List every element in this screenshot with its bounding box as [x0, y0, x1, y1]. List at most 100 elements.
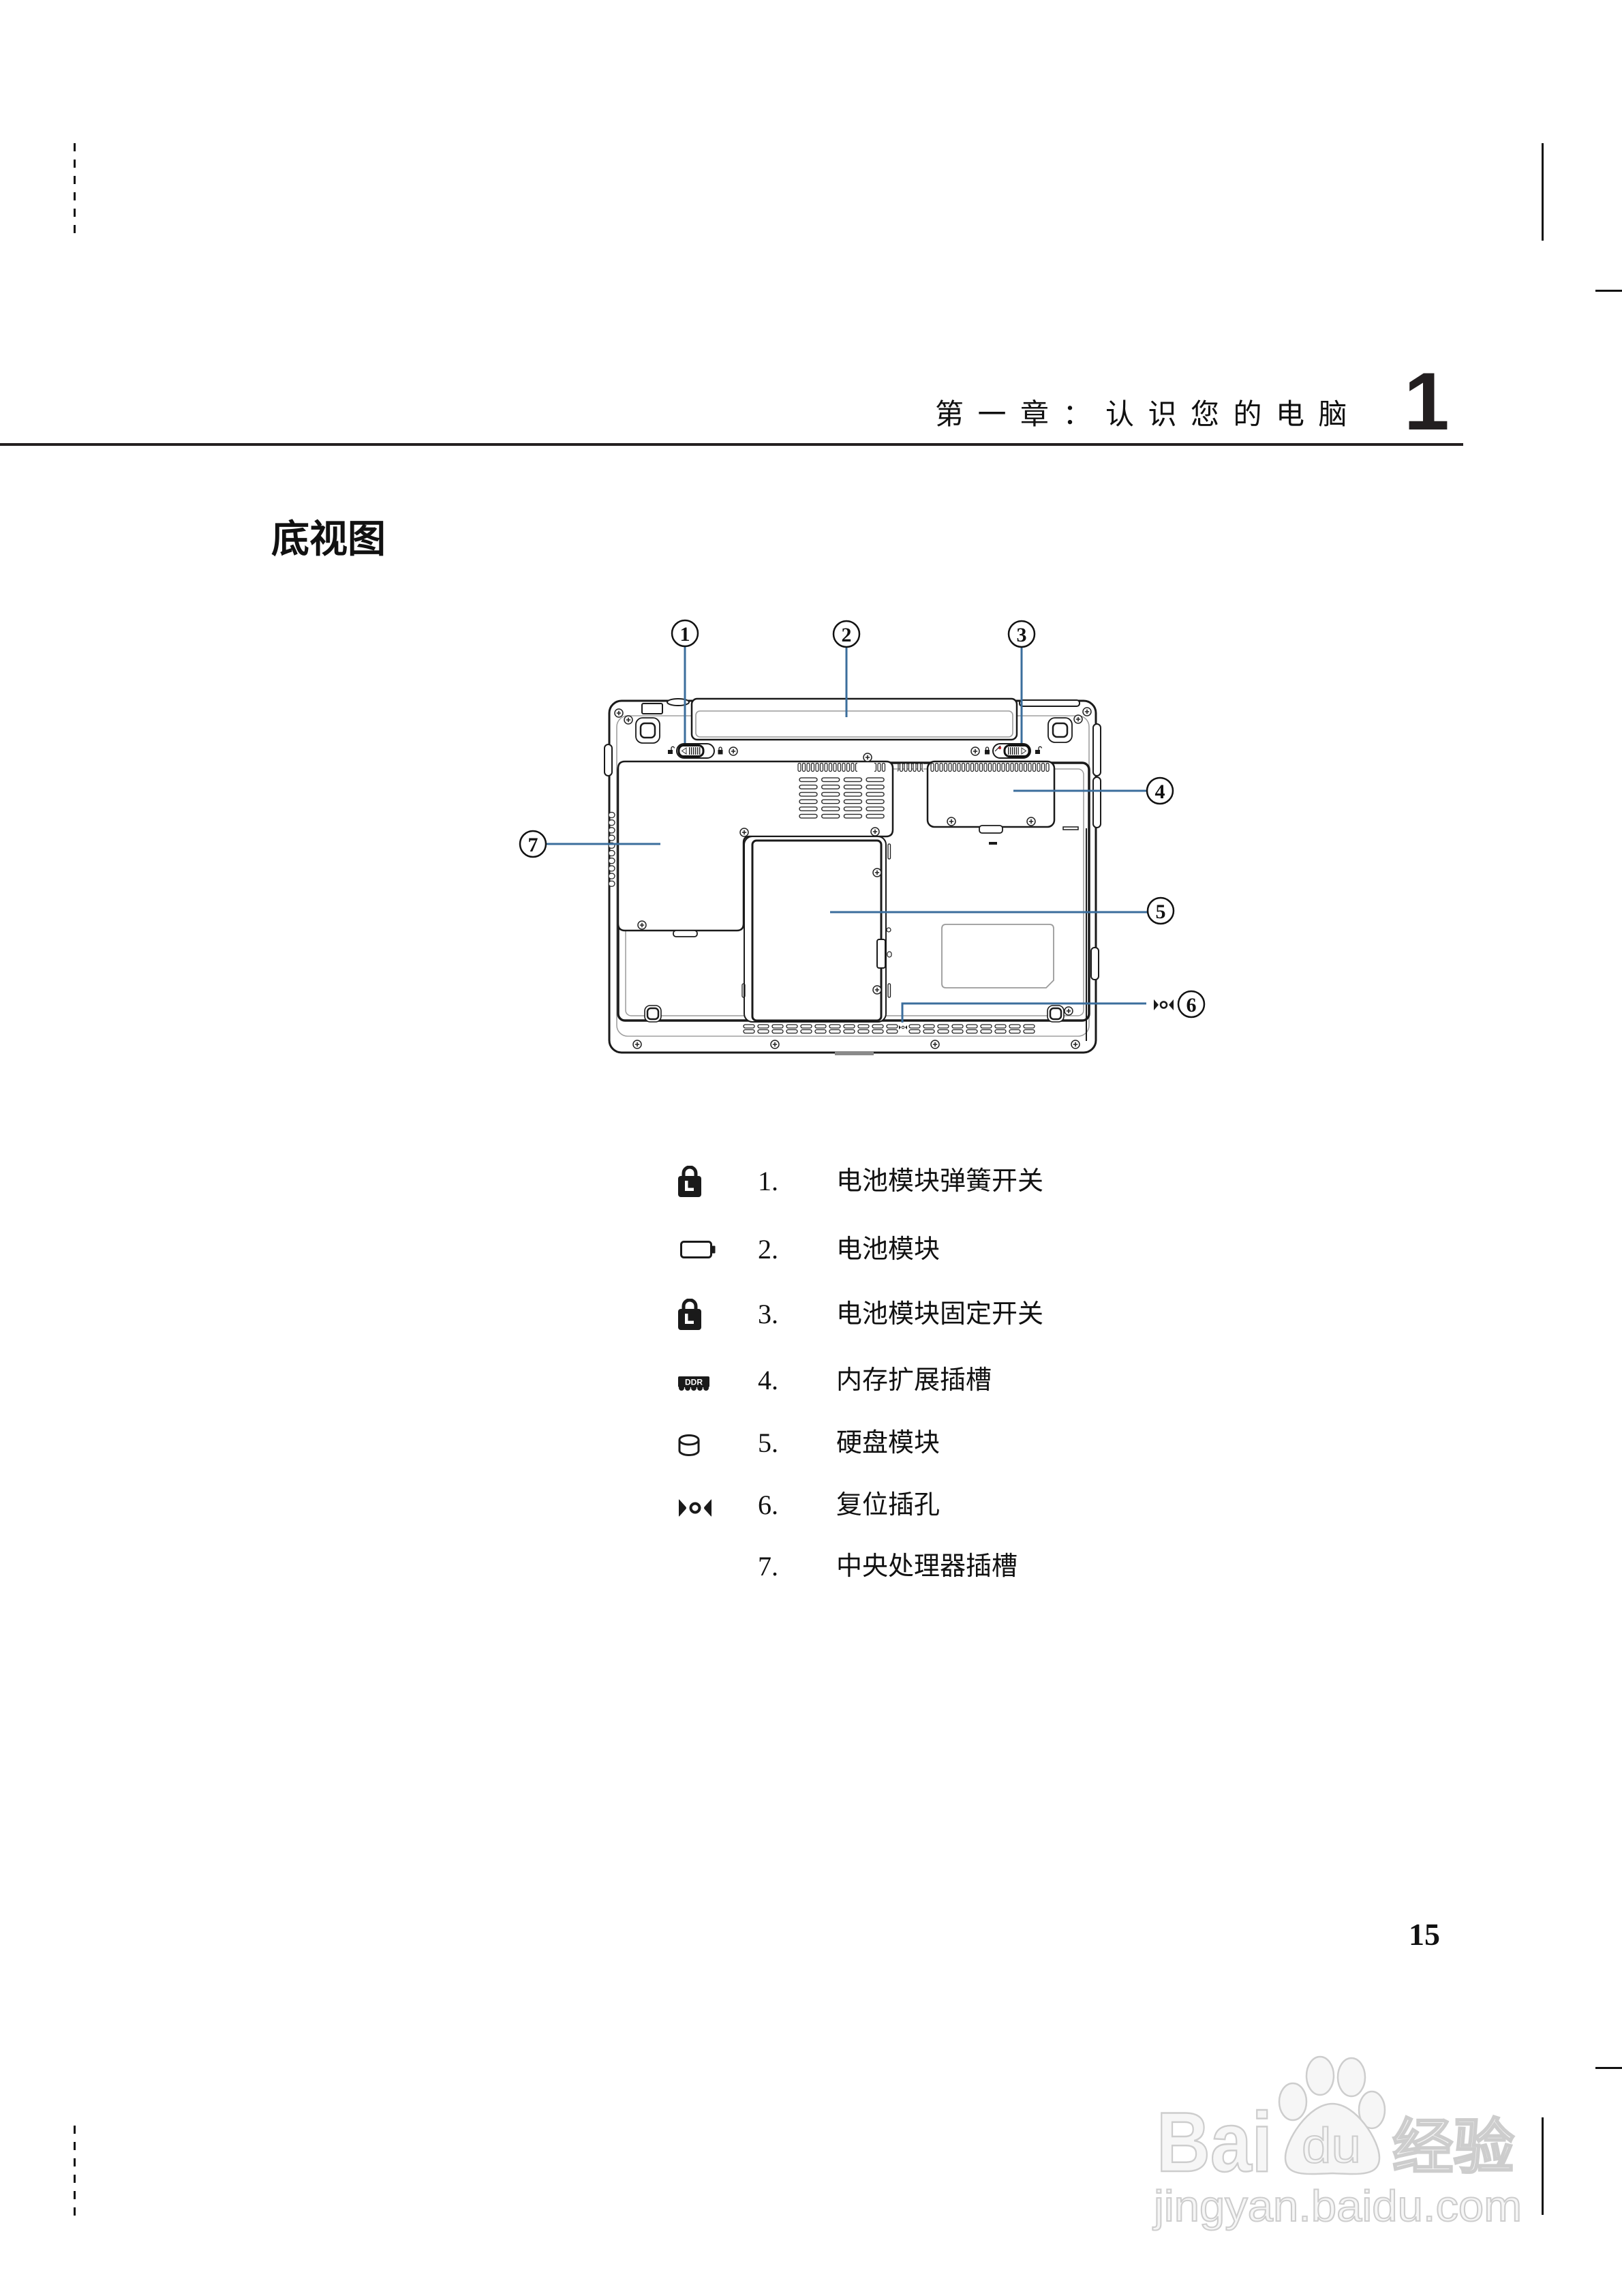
- legend-item: 2. 电池模块: [675, 1233, 1152, 1267]
- chapter-label: 第一章：: [935, 399, 1106, 431]
- cpu-cover-tab: [673, 930, 698, 937]
- paw-logo-icon: [1278, 2055, 1386, 2175]
- crop-mark-top-left: [74, 143, 76, 233]
- legend-label: 硬盘模块: [836, 1429, 940, 1457]
- legend-item: 1. 电池模块弹簧开关: [675, 1164, 1152, 1198]
- bottom-vents: [743, 1024, 1037, 1034]
- callout-1: 1: [671, 619, 699, 743]
- legend-item: 6. 复位插孔: [675, 1488, 1152, 1522]
- callout-circle: [1177, 990, 1206, 1018]
- callout-circle: [1146, 776, 1174, 805]
- legend-label: 电池模块弹簧开关: [836, 1167, 1044, 1196]
- lock-icon: [678, 1164, 719, 1198]
- right-side-bump-2: [1092, 776, 1101, 828]
- legend-label: 复位插孔: [836, 1491, 940, 1520]
- screw: [947, 817, 956, 826]
- callout-7: 7: [519, 830, 660, 858]
- crop-mark-bottom-right-vertical: [1542, 2117, 1544, 2215]
- vent-fin-combs: [797, 763, 1050, 772]
- foot-top-right-inner: [1052, 722, 1069, 738]
- memory-mini-icon: [989, 842, 997, 845]
- hdd-mini-icon: [887, 951, 892, 958]
- legend-label: 中央处理器插槽: [836, 1552, 1018, 1581]
- reset-icon: [1154, 999, 1174, 1010]
- battery-icon: [678, 1233, 719, 1267]
- chapter-heading: 第一章：认识您的电脑: [935, 401, 1361, 429]
- hdd-key-mini-icon: [886, 927, 891, 933]
- screw: [872, 868, 882, 877]
- chapter-number: 1: [1404, 356, 1450, 447]
- battery-module: [690, 697, 1018, 741]
- legend-number: 2.: [758, 1234, 778, 1265]
- chapter-title: 认识您的电脑: [1105, 399, 1362, 431]
- hdd-cover: [741, 836, 892, 1023]
- bottom-edge-tab: [835, 1052, 874, 1055]
- foot-top-left-inner: [639, 722, 656, 739]
- hard-disk-icon: [678, 1426, 719, 1460]
- callout-number: 2: [842, 624, 852, 646]
- screw: [739, 828, 749, 837]
- lock-mini-icon: [718, 746, 723, 755]
- baidu-jingyan-watermark: Bai du 经验 jingyan.baidu.com: [1152, 2055, 1522, 2231]
- callout-4: 4: [1013, 776, 1174, 805]
- no-icon-placeholder: [678, 1550, 719, 1584]
- screw: [770, 1040, 780, 1049]
- legend-number: 5.: [758, 1428, 778, 1458]
- screw: [637, 920, 647, 930]
- lock-mini-icon: [985, 746, 990, 755]
- legend-item: 5. 硬盘模块: [675, 1426, 1152, 1460]
- screw: [1071, 1040, 1080, 1049]
- section-title: 底视图: [271, 519, 386, 561]
- callout-circle: [1146, 896, 1175, 925]
- laptop-bottom-view-diagram: 1 2 3 4 5 6 7: [519, 619, 1206, 1055]
- legend-number: 7.: [758, 1551, 778, 1582]
- screw: [870, 827, 880, 836]
- bottom-feet: [644, 1005, 1065, 1023]
- callout-number: 6: [1187, 994, 1197, 1016]
- callout-number: 4: [1155, 781, 1165, 803]
- callout-number: 1: [680, 623, 690, 646]
- callout-circle: [1007, 620, 1036, 648]
- unlock-mini-icon: [668, 746, 675, 754]
- callout-leader-line: [901, 1002, 1146, 1023]
- battery-inner: [695, 710, 1013, 738]
- watermark-brand: Bai: [1157, 2096, 1272, 2190]
- callout-number: 3: [1017, 624, 1027, 646]
- callout-circle: [519, 830, 547, 858]
- callout-2: 2: [832, 620, 861, 717]
- screw: [614, 708, 624, 718]
- right-side-bump-1: [1092, 723, 1101, 776]
- legend-number: 6.: [758, 1490, 778, 1520]
- screw: [930, 1040, 940, 1049]
- memory-slot-mark: [1062, 826, 1079, 830]
- watermark-url: jingyan.baidu.com: [1152, 2181, 1522, 2231]
- header-rule: [0, 443, 1463, 446]
- callout-5: 5: [830, 896, 1175, 925]
- callout-circle: [671, 619, 699, 648]
- battery-outline: [690, 697, 1018, 741]
- screw: [872, 985, 882, 995]
- screw: [1064, 1006, 1073, 1016]
- crop-mark-top-right-vertical: [1542, 143, 1544, 241]
- battery-lock-latch: [985, 743, 1043, 759]
- legend-label: 内存扩展插槽: [836, 1366, 992, 1395]
- screw: [729, 746, 738, 756]
- screw: [863, 753, 872, 762]
- top-left-oval: [667, 698, 690, 706]
- screw: [1082, 707, 1092, 716]
- reset-mini-icon: [899, 1025, 907, 1029]
- page-number: 15: [1409, 1917, 1440, 1952]
- crop-mark-bottom-left: [74, 2126, 76, 2216]
- legend-label: 电池模块固定开关: [836, 1300, 1044, 1329]
- memory-cover: [926, 760, 1079, 845]
- screw: [970, 746, 980, 756]
- cpu-vent-slots: [799, 776, 888, 820]
- legend-number: 4.: [758, 1365, 778, 1395]
- battery-spring-latch: [668, 743, 723, 759]
- reset-icon: [678, 1488, 719, 1522]
- legend-item: 7. 中央处理器插槽: [675, 1550, 1152, 1584]
- legend-item: 3. 电池模块固定开关: [675, 1297, 1152, 1331]
- legend-label: 电池模块: [836, 1235, 940, 1264]
- label-plate: [941, 924, 1054, 988]
- left-side-bump: [604, 744, 613, 776]
